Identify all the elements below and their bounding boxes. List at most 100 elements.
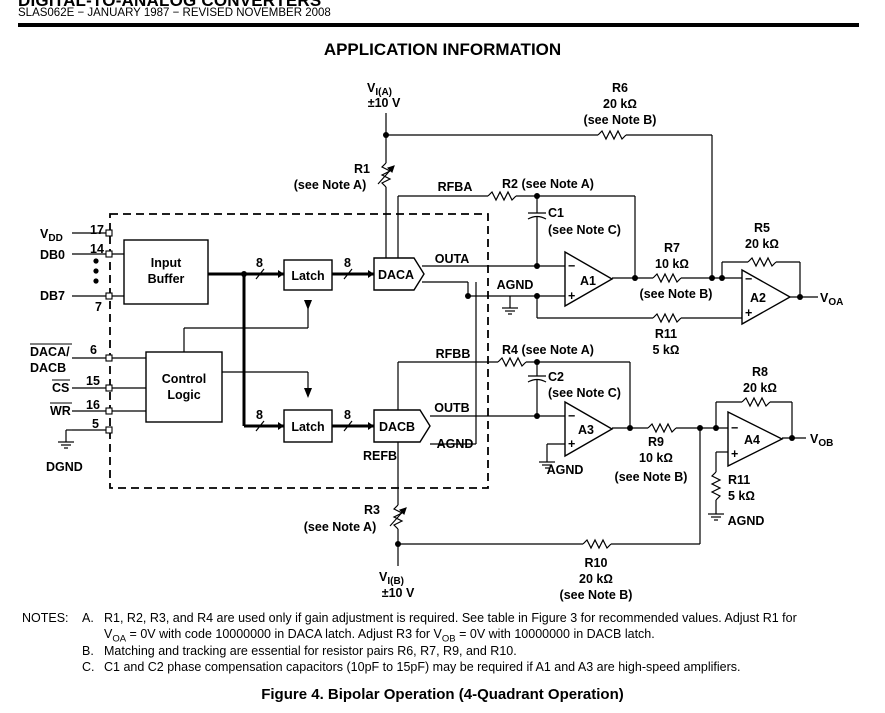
document-id-line: SLAS062E − JANUARY 1987 − REVISED NOVEMB… [18,7,331,19]
r11b-value: 5 kΩ [728,489,755,503]
bus-width-a2: 8 [344,256,351,270]
a2-minus: − [745,272,752,286]
note-b-text: Matching and tracking are essential for … [104,644,517,658]
vi-b-value: ±10 V [382,586,415,600]
note-c-letter: C. [82,660,95,674]
r10-note: (see Note B) [560,588,633,602]
input-buffer-label-1: Input [151,256,182,270]
r2-label: R2 (see Note A) [502,177,594,191]
c2-label: C2 [548,370,564,384]
ground-pin-number: 5 [92,417,99,431]
latch-a-label: Latch [291,269,324,283]
latch-b-strobe-arrow [304,388,312,398]
r6-value: 20 kΩ [603,97,637,111]
section-title: APPLICATION INFORMATION [323,40,562,59]
junction-dots [93,132,803,547]
notes-label: NOTES: [22,611,69,625]
note-a-text-1: R1, R2, R3, and R4 are used only if gain… [104,611,797,625]
a3-label: A3 [578,423,594,437]
figure-caption: Figure 4. Bipolar Operation (4-Quadrant … [261,686,624,703]
a1-plus: + [568,289,575,303]
r8-value: 20 kΩ [743,381,777,395]
opamp-a1 [564,250,614,308]
refb-label: REFB [363,449,397,463]
a4-plus: + [731,447,738,461]
cs-label: CS [52,381,69,395]
note-c-text: C1 and C2 phase compensation capacitors … [104,660,741,674]
r1-label: R1 [354,162,370,176]
c1-note: (see Note C) [548,223,621,237]
vdd-label: VDD [40,227,63,244]
r11b-label: R11 [728,473,750,487]
r7-note: (see Note B) [640,287,713,301]
opamp-a4 [727,410,784,468]
wr-pin-number: 16 [86,398,100,412]
chip-boundary [109,213,489,489]
dacb-block [373,409,431,443]
daca-block [373,257,425,291]
r11-label: R11 [655,327,677,341]
r10-label: R10 [585,556,608,570]
cs-pin-number: 15 [86,374,100,388]
r8-label: R8 [752,365,768,379]
daca-dacb-pin-number: 6 [90,343,97,357]
daca-dacb-label-1: DACA/ [30,345,70,359]
agnd-b-label: AGND [437,437,474,451]
latch-b-label: Latch [291,420,324,434]
r4-label: R4 (see Note A) [502,343,594,357]
r7-value: 10 kΩ [655,257,689,271]
control-logic-label-1: Control [162,372,206,386]
r9-value: 10 kΩ [639,451,673,465]
r5-value: 20 kΩ [745,237,779,251]
latch-a-strobe-arrow [304,300,312,310]
outa-label: OUTA [435,252,470,266]
c2-note: (see Note C) [548,386,621,400]
bipolar-dac-schematic: Input Buffer Control Logic Latch Latch D… [30,81,843,602]
r6-label: R6 [612,81,628,95]
r6-note: (see Note B) [584,113,657,127]
rfbb-label: RFBB [436,347,471,361]
r9-note: (see Note B) [615,470,688,484]
vdd-pin-number: 17 [90,223,104,237]
r11-value: 5 kΩ [653,343,680,357]
a1-minus: − [568,259,575,273]
r9-label: R9 [648,435,664,449]
agnd-a-label: AGND [497,278,534,292]
pin-markers [105,229,113,434]
control-logic-block [145,351,223,423]
db0-pin-number: 14 [90,242,104,256]
a4-label: A4 [744,433,760,447]
db7-pin-number: 7 [95,300,102,314]
r7-label: R7 [664,241,680,255]
a2-label: A2 [750,291,766,305]
bus-width-b2: 8 [344,408,351,422]
a3-minus: − [568,409,575,423]
daca-label: DACA [378,268,414,282]
vi-a-value: ±10 V [368,96,401,110]
agnd-a4-label: AGND [728,514,765,528]
rfba-label: RFBA [438,180,473,194]
c1-label: C1 [548,206,564,220]
opamp-a3 [564,400,614,458]
wr-label: WR [50,404,71,418]
header-rule [18,23,859,27]
control-logic-label-2: Logic [167,388,200,402]
r1-note: (see Note A) [294,178,366,192]
vi-b-label: VI(B) [379,570,404,587]
bus-width-a1: 8 [256,256,263,270]
a4-minus: − [731,421,738,435]
opamp-a2 [741,268,792,326]
latch-a-block [283,259,333,291]
a3-plus: + [568,437,575,451]
outb-label: OUTB [434,401,469,415]
note-a-letter: A. [82,611,94,625]
agnd-a3-label: AGND [547,463,584,477]
daca-dacb-label-2: DACB [30,361,66,375]
dgnd-label: DGND [46,460,83,474]
a1-label: A1 [580,274,596,288]
bus-width-b1: 8 [256,408,263,422]
db0-label: DB0 [40,248,65,262]
r3-note: (see Note A) [304,520,376,534]
latch-b-block [283,409,333,443]
voa-label: VOA [820,291,843,308]
